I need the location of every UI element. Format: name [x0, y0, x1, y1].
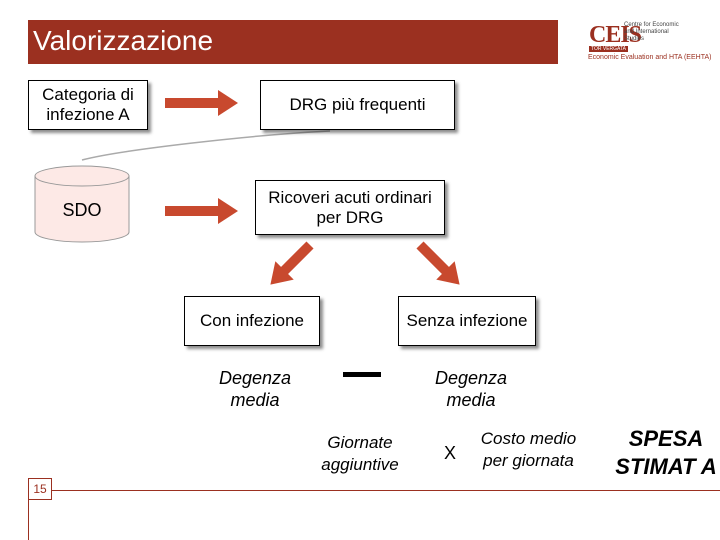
logo-subtitle: Economic Evaluation and HTA (EEHTA)	[588, 54, 712, 61]
arrow-down-right-icon	[416, 241, 460, 285]
logo: CEIS	[589, 22, 642, 48]
footer-line	[52, 490, 720, 491]
slide-number: 15	[28, 478, 52, 500]
drg-frequenti-box: DRG più frequenti	[260, 80, 455, 130]
costo-label: Costo medio per giornata	[480, 429, 577, 470]
giornate-label: Giornate aggiuntive	[321, 433, 399, 474]
logo-small-text: Centre for Economic and International St…	[624, 22, 679, 42]
times-sign: X	[443, 443, 456, 463]
connector-line	[81, 130, 331, 161]
categoria-label: Categoria di infezione A	[42, 85, 134, 124]
degenza-con-label: Degenza media	[218, 368, 292, 410]
logo-tag: TOR VERGATA	[589, 46, 629, 52]
degenza-senza-label: Degenza media	[434, 368, 508, 410]
categoria-box: Categoria di infezione A	[28, 80, 148, 130]
slide-title: Valorizzazione	[33, 25, 214, 56]
con-infezione-box: Con infezione	[184, 296, 320, 346]
senza-infezione-label: Senza infezione	[406, 311, 528, 330]
ricoveri-box: Ricoveri acuti ordinari per DRG	[255, 180, 445, 235]
con-infezione-label: Con infezione	[200, 311, 304, 330]
arrow-right-icon	[165, 90, 238, 116]
sdo-label: SDO	[62, 200, 102, 220]
drg-frequenti-label: DRG più frequenti	[289, 95, 426, 114]
title-bar	[28, 20, 558, 64]
footer-vertical-line	[28, 500, 29, 540]
minus-sign	[343, 372, 381, 377]
senza-infezione-box: Senza infezione	[398, 296, 536, 346]
ricoveri-label: Ricoveri acuti ordinari per DRG	[268, 187, 432, 227]
sdo-cylinder	[34, 165, 130, 243]
arrow-down-left-icon	[270, 241, 314, 285]
spesa-label: SPESA STIMAT A	[615, 426, 717, 479]
arrow-right-icon	[165, 198, 238, 224]
